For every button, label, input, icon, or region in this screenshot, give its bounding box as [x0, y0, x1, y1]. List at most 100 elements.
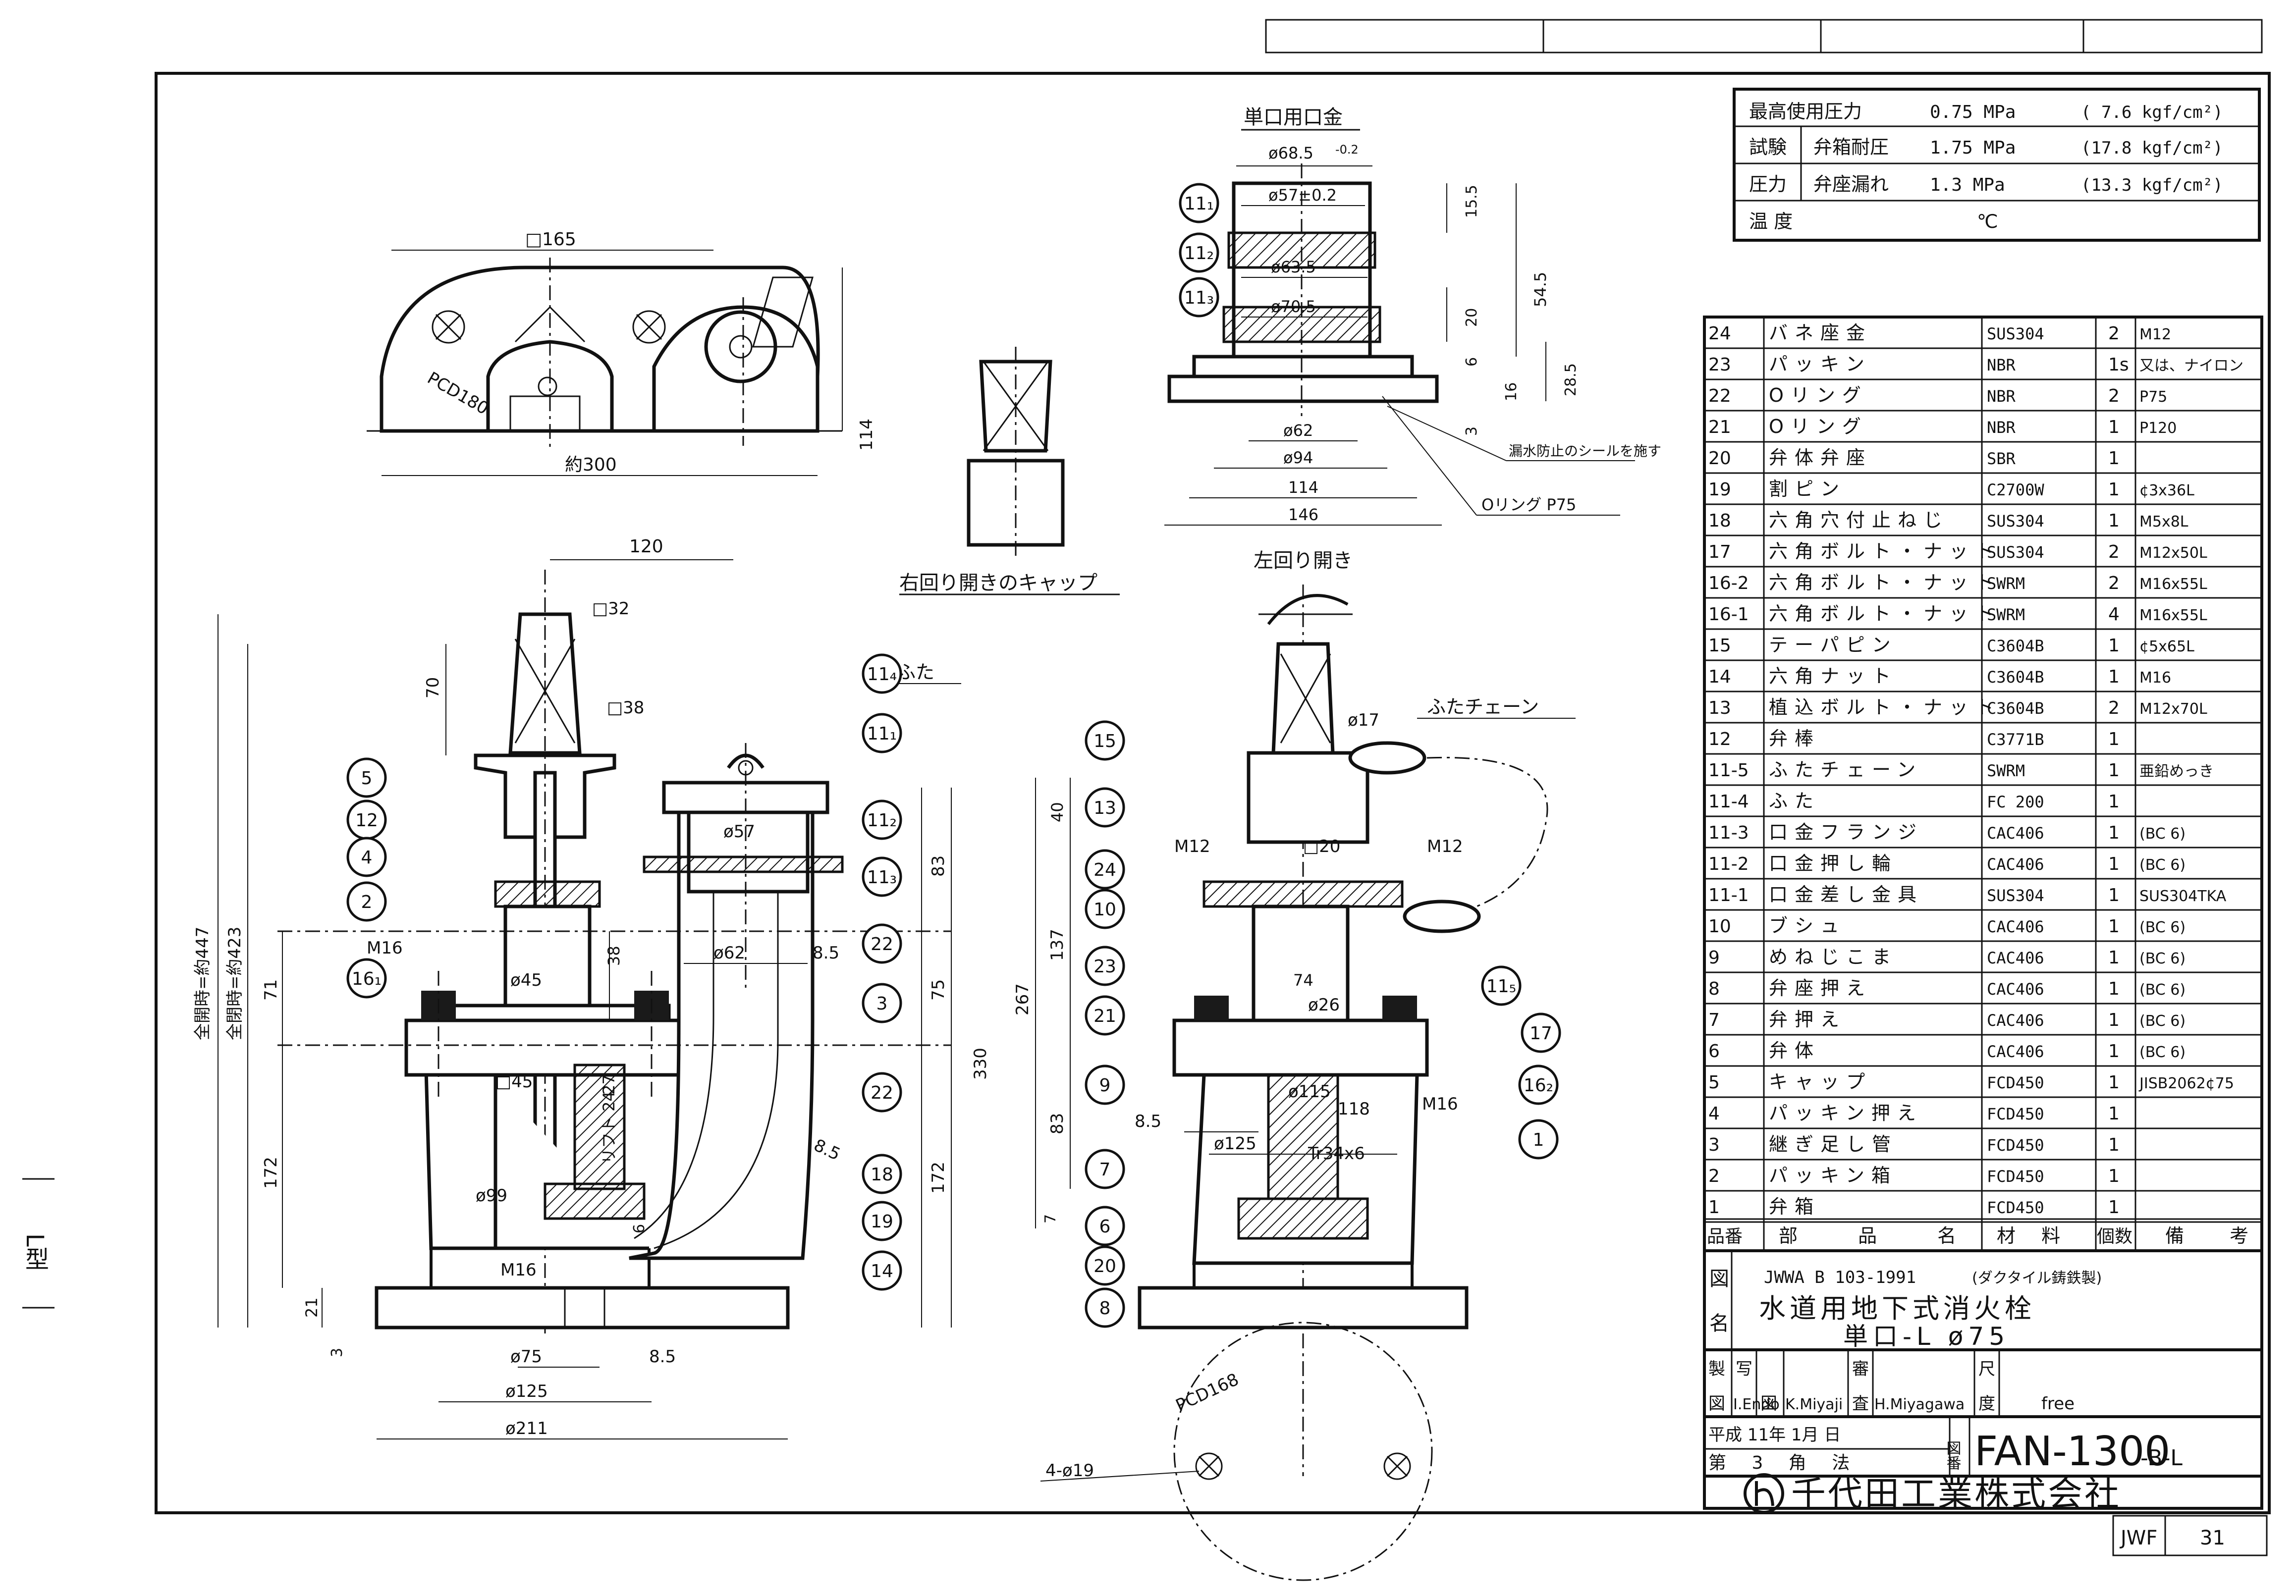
dim-v20: 20 — [1463, 308, 1480, 327]
border-frame — [155, 72, 2271, 1514]
spec-table: 最高使用圧力 0.75 MPa ( 7.6 kgf/cm²) 試験 弁箱耐圧 1… — [1733, 88, 2261, 242]
spec-row1-label: 最高使用圧力 — [1749, 101, 1862, 122]
page-footer: JWF 31 — [2112, 1515, 2268, 1556]
dim-v16: 16 — [1503, 382, 1520, 401]
part-remark: M16x55L — [2139, 607, 2207, 624]
balloon-b14: 14 — [862, 1250, 902, 1291]
part-qty: 1 — [2108, 448, 2120, 469]
dim-h7: 7 — [1042, 1214, 1059, 1224]
svg-text:8: 8 — [1099, 1298, 1111, 1319]
part-name: 六角ナット — [1769, 665, 1898, 687]
dim-h6: 6 — [631, 1224, 648, 1233]
dim-h38: 38 — [604, 946, 623, 966]
dim-d26: ø26 — [1308, 995, 1340, 1015]
balloon-b16_2: 16₂ — [1518, 1064, 1559, 1105]
title-standard-note: (ダクタイル鋳鉄製) — [1972, 1270, 2102, 1287]
part-remark: P120 — [2139, 420, 2177, 437]
part-material: CAC406 — [1987, 917, 2044, 936]
balloon-b22b: 22 — [862, 1072, 902, 1113]
part-qty: 1 — [2108, 854, 2120, 874]
part-no: 17 — [1708, 542, 1731, 562]
part-name: 継ぎ足し管 — [1769, 1133, 1898, 1155]
dim-w114: 114 — [1288, 478, 1318, 497]
cap-label: 右回り開きのキャップ — [899, 572, 1097, 594]
spec-row3-alt: (13.3 kgf/cm²) — [2081, 175, 2223, 195]
part-remark: (BC 6) — [2139, 1044, 2186, 1061]
part-qty: 1 — [2108, 1135, 2120, 1155]
balloon-b3: 3 — [862, 983, 902, 1023]
part-material: C2700W — [1987, 480, 2044, 499]
part-qty: 2 — [2108, 698, 2120, 718]
part-remark: M12x50L — [2139, 544, 2207, 562]
part-qty: 1 — [2108, 1041, 2120, 1062]
svg-text:11₁: 11₁ — [867, 724, 897, 744]
dim-full-close: 全閉時=約423 — [225, 927, 245, 1040]
spec-row2-group: 試験 — [1749, 136, 1787, 158]
part-name: 六角ボルト・ナット — [1769, 540, 2001, 562]
part-name: 割ピン — [1769, 478, 1846, 500]
part-no: 14 — [1708, 667, 1731, 687]
svg-text:11₃: 11₃ — [867, 867, 897, 888]
dim-h83: 83 — [929, 855, 948, 877]
part-material: C3604B — [1987, 637, 2044, 655]
part-name: ふた — [1769, 790, 1820, 812]
part-no: 11-1 — [1708, 885, 1749, 905]
part-no: 20 — [1708, 448, 1731, 469]
parts-header-material: 材 料 — [1997, 1225, 2070, 1247]
part-name: 口金フランジ — [1769, 821, 1923, 843]
balloon-b15: 15 — [1085, 720, 1125, 761]
dim-w120: 120 — [629, 536, 663, 557]
part-no: 4 — [1708, 1104, 1720, 1124]
title-block: 図 名 JWWA B 103-1991 (ダクタイル鋳鉄製) 水道用地下式消火栓… — [1703, 1249, 2263, 1514]
dim-v545: 54.5 — [1531, 272, 1550, 307]
margin-mark: L型 — [21, 1178, 55, 1309]
part-qty: 1 — [2108, 1104, 2120, 1124]
part-material: NBR — [1987, 387, 2016, 406]
part-no: 9 — [1708, 948, 1720, 968]
svg-text:11₂: 11₂ — [867, 810, 897, 831]
dim-h40: 40 — [1048, 802, 1067, 822]
title-sei: 製 — [1708, 1359, 1725, 1379]
balloon-b11_1b: 11₁ — [862, 713, 902, 753]
title-do: 度 — [1978, 1394, 1995, 1414]
dim-d125: ø125 — [1214, 1134, 1257, 1154]
dim-t85: 8.5 — [811, 1135, 843, 1165]
dim-sq32: □32 — [592, 599, 629, 619]
dim-165: □165 — [525, 229, 576, 250]
dim-tr: Tr34x6 — [1308, 1144, 1365, 1164]
part-remark: ¢3x36L — [2139, 482, 2194, 499]
dim-d75: ø75 — [510, 1347, 542, 1367]
part-qty: 1 — [2108, 636, 2120, 656]
part-material: C3771B — [1987, 730, 2044, 749]
plan-view: □165 PCD180 約300 114 — [367, 229, 876, 476]
part-no: 13 — [1708, 698, 1731, 718]
margin-mark-text: L型 — [21, 1233, 49, 1271]
dim-h75: 75 — [929, 979, 948, 1001]
title-zu2: 図 — [1708, 1394, 1725, 1414]
dim-sq38: □38 — [607, 698, 644, 718]
dim-h27: 27 — [600, 1074, 618, 1095]
part-material: SWRM — [1987, 605, 2025, 624]
spec-row2-alt: (17.8 kgf/cm²) — [2081, 138, 2223, 158]
dim-d57: ø57±0.2 — [1268, 186, 1337, 205]
part-qty: 1 — [2108, 1166, 2120, 1186]
dim-h137: 137 — [1047, 929, 1067, 961]
part-no: 23 — [1708, 355, 1731, 375]
balloon-b11_2: 11₂ — [1179, 232, 1219, 273]
part-material: C3604B — [1987, 668, 2044, 687]
part-name: ブシュ — [1769, 915, 1846, 937]
part-material: SWRM — [1987, 761, 2025, 780]
balloon-b2: 2 — [346, 881, 387, 922]
balloon-b23: 23 — [1085, 946, 1125, 986]
drawing-date: 平成 11年 1月 日 — [1708, 1425, 1841, 1445]
part-material: SUS304 — [1987, 543, 2044, 562]
title-mei: 名 — [1709, 1312, 1729, 1335]
svg-text:6: 6 — [1099, 1217, 1111, 1237]
